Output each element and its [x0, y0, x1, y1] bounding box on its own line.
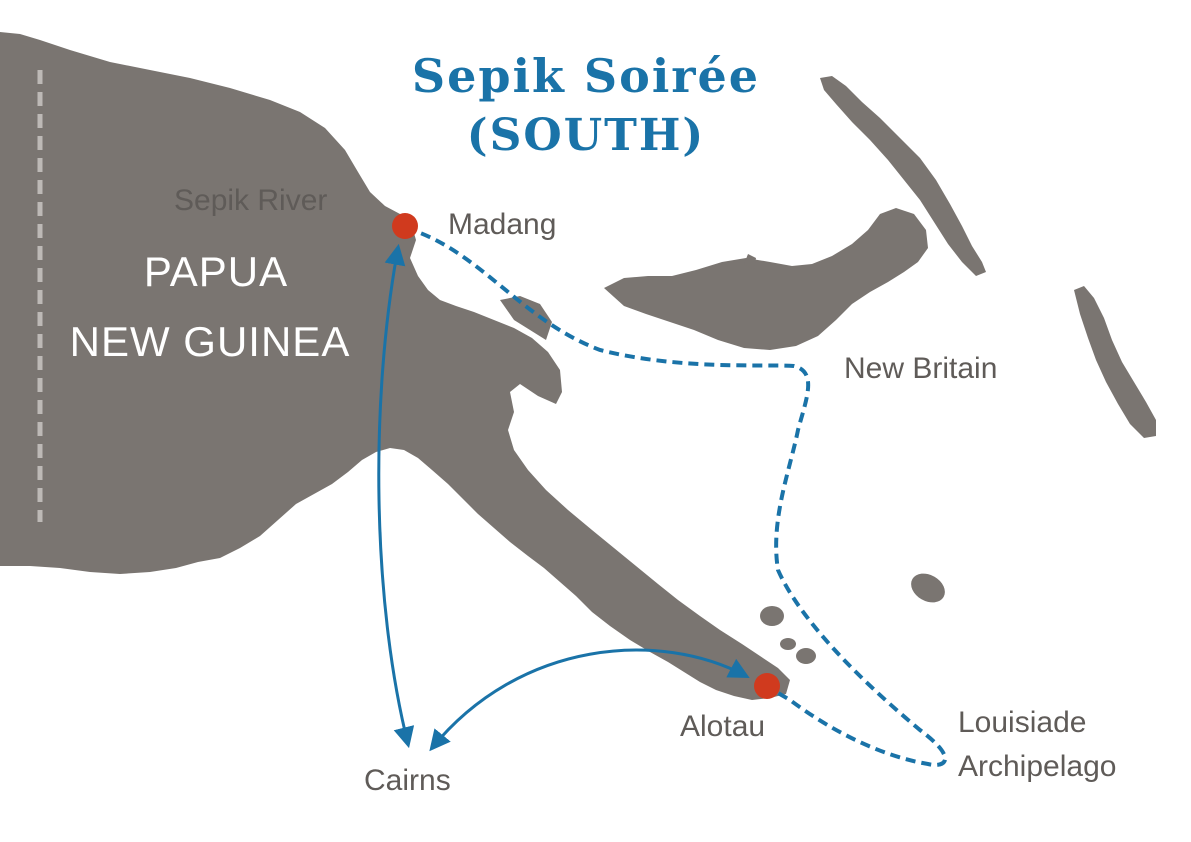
label-new-britain: New Britain — [844, 352, 997, 385]
map-title-line1: Sepik Soirée — [412, 49, 760, 103]
dentrecasteaux-island-1 — [780, 638, 796, 650]
label-louisiade-line2: Archipelago — [958, 750, 1116, 783]
new-britain-island — [604, 208, 928, 350]
trobriand-island — [760, 606, 784, 626]
new-britain-spit — [744, 254, 756, 270]
port-marker-alotau — [754, 673, 780, 699]
huon-peninsula — [500, 296, 552, 340]
label-louisiade-line1: Louisiade — [958, 706, 1086, 739]
flight-route-madang-cairns — [377, 243, 415, 749]
label-alotau: Alotau — [680, 710, 765, 743]
flight-route-cairns-alotau — [429, 648, 750, 752]
label-cairns: Cairns — [364, 764, 451, 797]
label-sepik-river: Sepik River — [174, 184, 327, 217]
woodlark-island — [911, 573, 945, 603]
new-ireland-island — [820, 76, 986, 276]
bougainville-island — [1074, 286, 1156, 438]
map-title-line2: (SOUTH) — [467, 110, 705, 161]
country-label-line2: NEW GUINEA — [70, 318, 351, 365]
port-marker-madang — [392, 213, 418, 239]
label-madang: Madang — [448, 208, 556, 241]
country-label-line1: PAPUA — [144, 248, 288, 295]
cruise-route — [405, 226, 947, 767]
dentrecasteaux-island-2 — [796, 648, 816, 664]
